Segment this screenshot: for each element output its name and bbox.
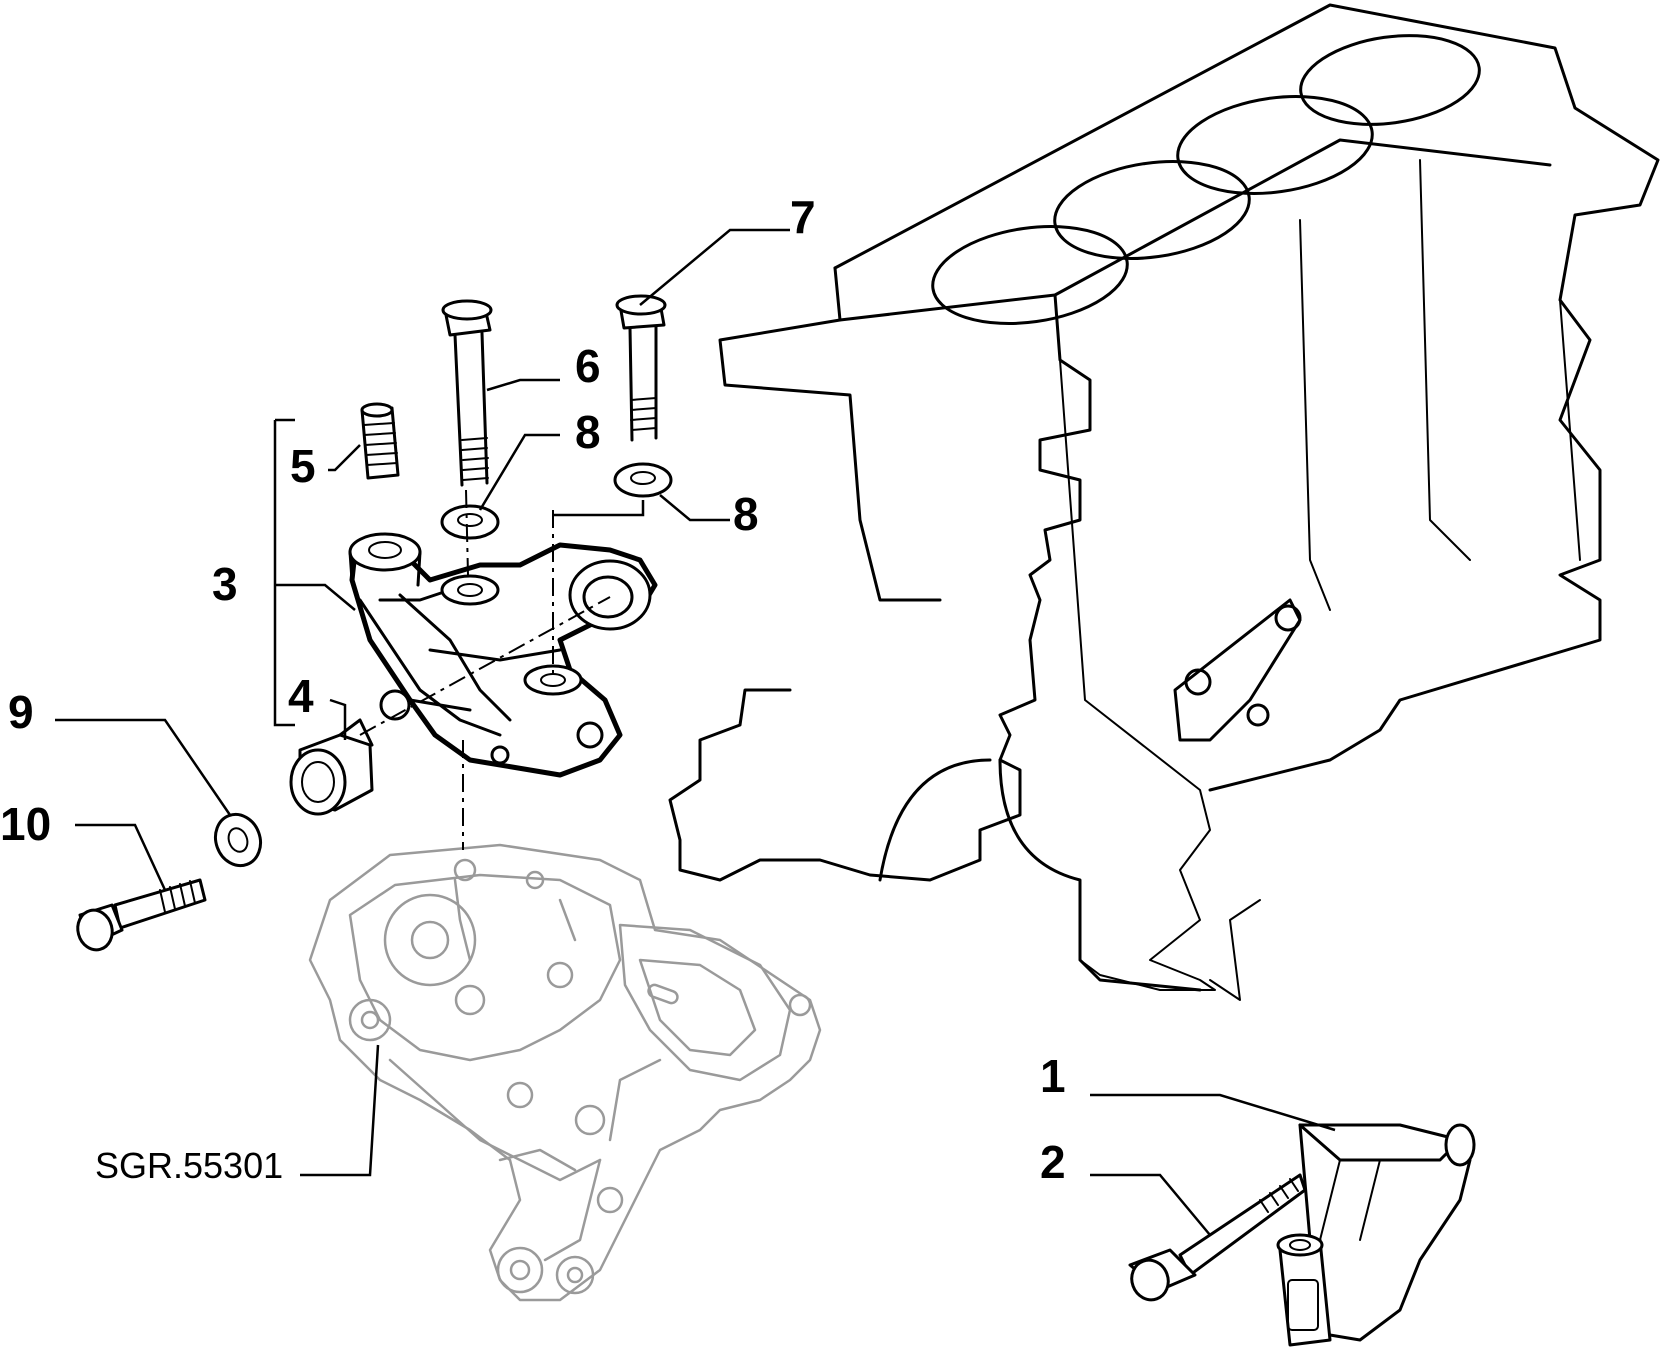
timing-cover-reference-part: [308, 843, 822, 1302]
callout-9: 9: [8, 686, 34, 738]
washer-part-9: [213, 812, 263, 868]
bolt-part-10: [76, 878, 207, 952]
bolt-part-2: [1128, 1173, 1307, 1302]
engine-block: [668, 3, 1660, 1001]
axis-line-bolt-6: [465, 489, 469, 576]
cylinder-bore-4: [1299, 34, 1481, 126]
sleeve-part: [289, 718, 374, 816]
stud-part: [360, 402, 400, 480]
callout-10: 10: [0, 798, 51, 850]
leader-lines: [55, 228, 1336, 1236]
callout-2: 2: [1040, 1136, 1066, 1188]
reference-label: SGR.55301: [95, 1145, 283, 1186]
washer-part-lower-left: [440, 504, 500, 540]
medium-bolt-part: [615, 294, 667, 442]
cylinder-bore-1: [931, 225, 1129, 325]
cylinder-bore-3: [1176, 95, 1374, 195]
sensor-part: [1276, 1123, 1476, 1347]
washer-part-upper-right: [613, 462, 673, 498]
callout-7: 7: [790, 191, 816, 243]
callout-4: 4: [288, 670, 314, 722]
cylinder-bore-2: [1053, 160, 1251, 260]
callout-8-upper: 8: [575, 406, 601, 458]
bracket-assembly: [348, 532, 658, 778]
callout-8-right: 8: [733, 488, 759, 540]
long-bolt-part: [441, 299, 493, 487]
callout-5: 5: [290, 440, 316, 492]
callout-6: 6: [575, 340, 601, 392]
callout-1: 1: [1040, 1050, 1066, 1102]
axis-line-sleeve: [359, 596, 611, 736]
callout-3: 3: [212, 558, 238, 610]
